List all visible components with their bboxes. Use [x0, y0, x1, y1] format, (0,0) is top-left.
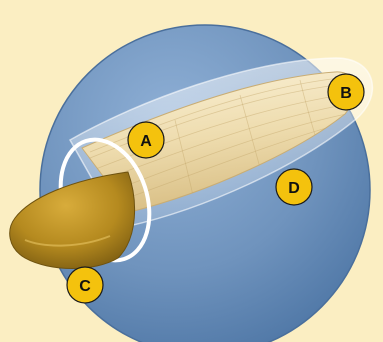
label-marker-b: B — [328, 74, 364, 110]
seed-coat-cap — [10, 172, 135, 269]
label-marker-a: A — [128, 122, 164, 158]
svg-text:B: B — [340, 85, 352, 102]
svg-text:A: A — [140, 133, 152, 150]
label-marker-d: D — [276, 169, 312, 205]
label-marker-c: C — [67, 267, 103, 303]
svg-text:D: D — [288, 180, 300, 197]
svg-text:C: C — [79, 278, 91, 295]
